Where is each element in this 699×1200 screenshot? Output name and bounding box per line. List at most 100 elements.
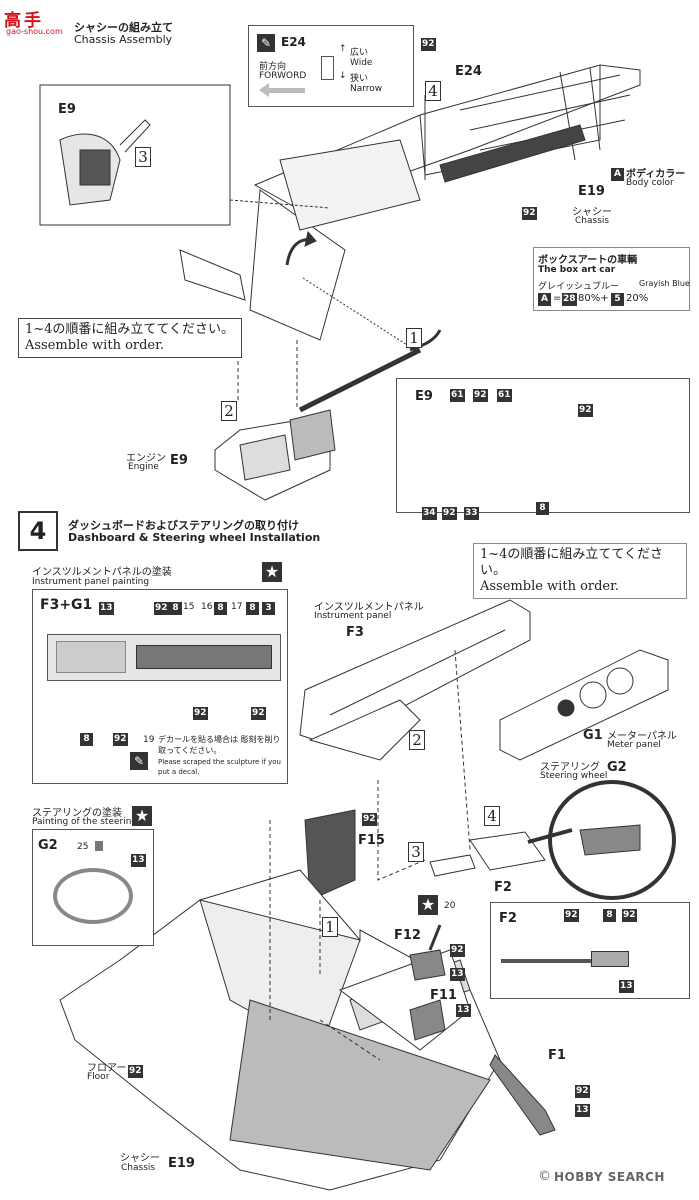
instrument-panel-drawing: [47, 634, 281, 681]
steering-en: Steering wheel: [540, 771, 608, 781]
panel-badge-8b: 8: [214, 602, 227, 615]
wide-arrow: ↑: [339, 44, 347, 54]
detail-badge-92a: 92: [473, 389, 488, 402]
box-art-title-en: The box art car: [538, 265, 616, 275]
step4-title-jp: ダッシュボードおよびステアリングの取り付け: [68, 519, 299, 532]
copyright-mark: ©: [538, 1169, 551, 1184]
f2-column-drawing: [501, 959, 611, 963]
e24-part-badge: 92: [421, 38, 436, 51]
formula-pct1: 80%+: [578, 293, 609, 304]
f2-detail-box: F2 92 8 92 13: [490, 902, 690, 999]
chassis-part-label: E19: [578, 184, 605, 199]
f15-part-label: F15: [358, 833, 385, 848]
f12-badge-13: 13: [450, 968, 465, 981]
decal-brush-icon: ✎: [130, 752, 148, 770]
f12-star-icon: ★: [418, 895, 438, 915]
narrow-arrow: ↓: [339, 71, 347, 81]
panel-badge-92: 92: [154, 602, 169, 615]
steering-swatch: [95, 841, 103, 851]
step4-sub-1: 1: [322, 917, 338, 937]
f15-badge: 92: [362, 813, 377, 826]
panel-badge-92c: 92: [193, 707, 208, 720]
detail-badge-61a: 61: [450, 389, 465, 402]
detail-badge-92b: 92: [578, 404, 593, 417]
steering-paint-box: G2 25 13: [32, 829, 154, 946]
f3-part-label: F3: [346, 625, 364, 640]
engine-label-jp: エンジン: [126, 453, 166, 464]
assemble-order-note-2: 1~4の順番に組み立ててください。 Assemble with order.: [473, 543, 687, 599]
chassis-bottom-jp: シャシー: [120, 1153, 160, 1164]
chassis-label-jp: シャシー: [572, 207, 612, 218]
e9-detail-label: E9: [415, 389, 433, 404]
order-note-2-en: Assemble with order.: [480, 579, 620, 594]
formula-pct2: 20%: [626, 293, 649, 304]
assemble-order-note: 1~4の順番に組み立ててください。 Assemble with order.: [18, 318, 242, 358]
panel-badge-3: 3: [262, 602, 275, 615]
panel-badge-8d: 8: [80, 733, 93, 746]
chassis-bottom-part: E19: [168, 1156, 195, 1171]
formula-badge-a: A: [538, 293, 551, 306]
g1-part-label: G1: [583, 728, 603, 743]
e24-part-label: E24: [455, 64, 482, 79]
watermark-logo: 高手 gao-shou.com: [4, 6, 74, 40]
steering-jp: ステアリング: [540, 762, 600, 773]
order-note-en: Assemble with order.: [25, 338, 165, 353]
f11-badge-13: 13: [456, 1004, 471, 1017]
engine-part-label: E9: [170, 453, 188, 468]
f12-badge-20: 20: [444, 901, 456, 911]
sub-step-3: 3: [135, 147, 151, 167]
f12-badge-92: 92: [450, 944, 465, 957]
meter-panel-en: Meter panel: [607, 740, 661, 750]
watermark-logo-text: 高手: [4, 11, 44, 31]
floor-label-jp: フロアー: [87, 1063, 127, 1074]
panel-paint-title-en: Instrument panel painting: [32, 577, 150, 587]
panel-badge-92d: 92: [251, 707, 266, 720]
e9-inset-label: E9: [58, 102, 76, 117]
detail-badge-92c: 92: [442, 507, 457, 520]
chassis-bottom-en: Chassis: [121, 1163, 156, 1173]
formula-eq: =: [553, 293, 562, 304]
panel-badge-92b: 92: [113, 733, 128, 746]
f1-badge-13: 13: [575, 1104, 590, 1117]
narrow-label-jp: 狭い: [350, 74, 369, 84]
detail-badge-34: 34: [422, 507, 437, 520]
f11-part-label: F11: [430, 988, 457, 1003]
f2-badge-13: 13: [619, 980, 634, 993]
step4-sub-3: 3: [408, 842, 424, 862]
body-color-badge: A: [611, 168, 624, 181]
step3-title-en: Chassis Assembly: [74, 33, 173, 46]
instrument-panel-en: Instrument panel: [314, 611, 392, 621]
wide-label-en: Wide: [350, 58, 373, 68]
sub-step-1: 1: [406, 328, 422, 348]
f2-detail-label: F2: [499, 911, 517, 926]
watermark-url: gao-shou.com: [6, 27, 63, 36]
wide-label-jp: 広い: [350, 48, 369, 58]
instrument-panel-jp: インスツルメントパネル: [314, 602, 424, 613]
f2-badge-92a: 92: [564, 909, 579, 922]
step3-title-jp: シャシーの組み立て: [74, 21, 173, 34]
decal-note-jp: デカールを貼る場合は 彫刻を削り取ってください。: [158, 735, 281, 755]
detail-badge-8: 8: [536, 502, 549, 515]
floor-badge-92: 92: [128, 1065, 143, 1078]
steering-paint-title-jp: ステアリングの塗装: [32, 808, 122, 819]
e24-box-part: E24: [281, 35, 306, 49]
f2-badge-92b: 92: [622, 909, 637, 922]
panel-badge-16: 16: [201, 602, 213, 612]
meter-panel-jp: メーターパネル: [607, 731, 677, 742]
box-art-title-jp: ボックスアートの車輌: [538, 255, 638, 266]
step4-title-en: Dashboard & Steering wheel Installation: [68, 531, 321, 544]
panel-paint-box: F3+G1 13 92 8 15 16 8 17 8 3 8 92 19 92 …: [32, 589, 288, 784]
box-art-color-en: Grayish Blue: [639, 279, 690, 288]
panel-badge-17: 17: [231, 602, 243, 612]
detail-badge-33: 33: [464, 507, 479, 520]
steering-drawing: [53, 868, 133, 924]
steering-star-icon: ★: [132, 806, 152, 826]
box-art-car-panel: ボックスアートの車輌 The box art car グレイッシュブルー Gra…: [533, 247, 690, 311]
width-gauge-icon: [321, 56, 334, 80]
f12-part-label: F12: [394, 928, 421, 943]
panel-paint-label: F3+G1: [40, 597, 93, 613]
sub-step-2: 2: [221, 401, 237, 421]
order-note-2-jp: 1~4の順番に組み立ててください。: [480, 547, 664, 578]
e24-width-box: ✎ E24 前方向 FORWORD ↑ 広い Wide ↓ 狭い Narrow: [248, 25, 414, 107]
